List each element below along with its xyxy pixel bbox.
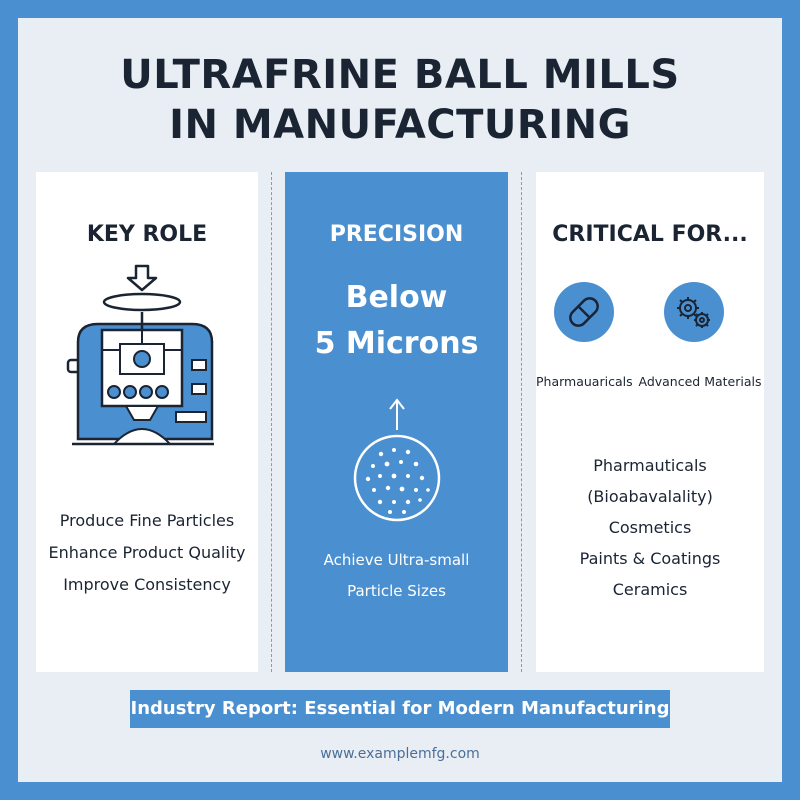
critical-icon-label: Advanced Materials [638, 374, 762, 389]
critical-for-item: (Bioabavalality) [587, 487, 713, 506]
precision-value-line-2: 5 Microns [314, 326, 479, 361]
infographic-frame: ULTRAFRINE BALL MILLS IN MANUFACTURING K… [18, 18, 782, 782]
precision-value: Below 5 Microns [285, 275, 508, 367]
critical-for-item: Paints & Coatings [579, 549, 721, 568]
critical-icon-label: Pharmauaricals [536, 374, 633, 389]
critical-for-item: Cosmetics [608, 518, 692, 537]
precision-value-line-1: Below [345, 280, 448, 315]
title-line-1: ULTRAFRINE BALL MILLS [120, 52, 680, 98]
critical-for-item: Pharmauticals [593, 456, 707, 475]
precision-caption-line-2: Particle Sizes [347, 582, 446, 600]
critical-for-heading: CRITICAL FOR... [552, 222, 748, 247]
key-role-card: KEY ROLE [36, 172, 258, 672]
precision-card: PRECISION Below 5 Microns Achi [285, 172, 508, 672]
particle-sphere-icon [348, 394, 448, 528]
critical-for-card: CRITICAL FOR... Pharma [536, 172, 764, 672]
title-line-2: IN MANUFACTURING [169, 102, 631, 148]
critical-for-list: Pharmauticals (Bioabavalality) Cosmetics… [536, 450, 764, 605]
column-divider [521, 172, 522, 672]
key-role-item: Enhance Product Quality [48, 543, 246, 562]
critical-for-item: Ceramics [612, 580, 688, 599]
precision-caption: Achieve Ultra-small Particle Sizes [285, 545, 508, 607]
key-role-list: Produce Fine Particles Enhance Product Q… [36, 505, 258, 601]
column-divider [271, 172, 272, 672]
key-role-item: Produce Fine Particles [59, 511, 235, 530]
capsule-icon [554, 282, 614, 342]
ball-mill-machine-icon [64, 264, 234, 468]
report-banner: Industry Report: Essential for Modern Ma… [130, 690, 670, 728]
website-url[interactable]: www.examplemfg.com [320, 746, 480, 762]
key-role-heading: KEY ROLE [86, 222, 208, 247]
gears-icon [664, 282, 724, 342]
page-title: ULTRAFRINE BALL MILLS IN MANUFACTURING [18, 50, 782, 150]
precision-caption-line-1: Achieve Ultra-small [323, 551, 470, 569]
key-role-item: Improve Consistency [63, 575, 231, 594]
precision-heading: PRECISION [329, 222, 464, 247]
